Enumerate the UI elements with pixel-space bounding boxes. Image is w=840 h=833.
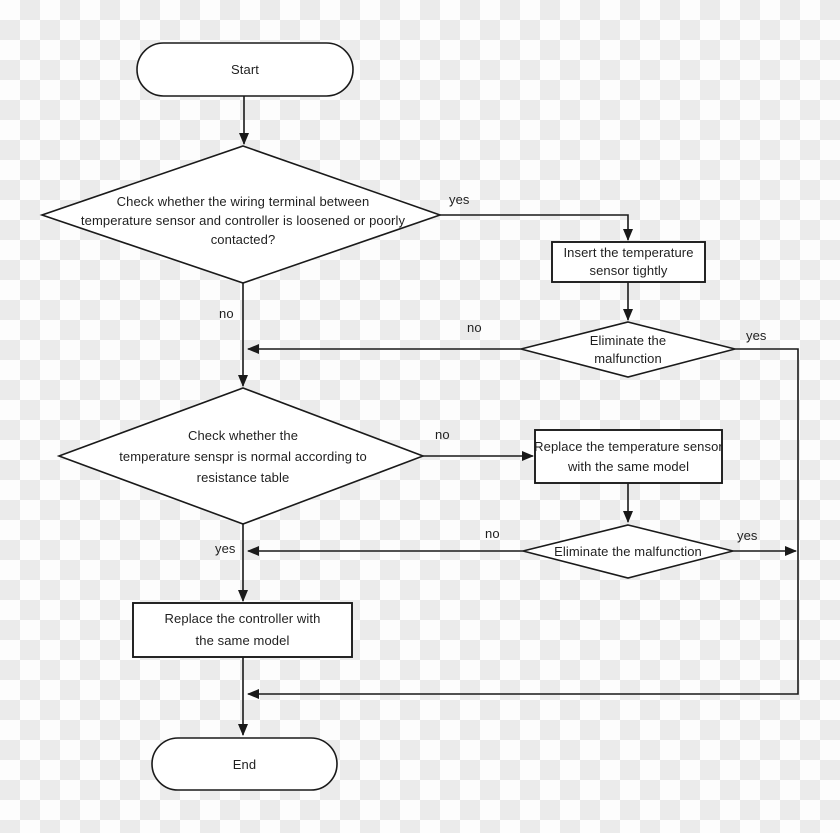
text-line: the same model [195,633,290,648]
edge-label-wiring-yes: yes [449,192,470,207]
text-line: Eliminate the malfunction [554,544,702,559]
end-node-label: End [152,738,337,790]
process-insert-text: Insert the temperature sensor tightly [552,242,705,282]
start-node-label: Start [137,43,353,96]
decision-eliminate1-shape [520,321,736,378]
process-replace-controller-text: Replace the controller with the same mod… [133,603,352,657]
text-line: Check whether the wiring terminal betwee… [116,194,370,209]
edge-eliminate1-yes-return [247,348,799,699]
edge-label-eliminate1-no: no [467,320,482,335]
decision-eliminate2-text: Eliminate the malfunction [523,525,733,578]
text-line: resistance table [196,470,290,485]
process-replace-sensor-shape [534,429,723,484]
decision-eliminate2-shape [522,524,734,579]
edge-wiring-yes-to-insert [440,214,633,241]
edge-label-sensor-no: no [435,427,450,442]
process-replace-controller-shape [132,602,353,658]
text-line: with the same model [567,458,690,474]
text-line: Replace the controller with [164,611,321,626]
edge-label-sensor-yes: yes [215,541,236,556]
edge-label-eliminate1-yes: yes [746,328,767,343]
text-line: End [232,756,257,772]
text-line: Check whether the [187,428,299,443]
text-line: Replace the temperature sensor [534,438,723,454]
text-line: contacted? [210,232,276,247]
decision-wiring-shape [39,145,443,284]
decision-sensor-shape [56,387,426,525]
edge-label-eliminate2-no: no [485,526,500,541]
text-line: sensor tightly [589,263,668,278]
text-line: malfunction [594,350,662,366]
text-line: temperature senspr is normal according t… [119,449,367,464]
text-line: temperature sensor and controller is loo… [80,213,406,228]
start-terminator-shape [136,42,354,97]
edge-label-eliminate2-yes: yes [737,528,758,543]
process-insert-shape [551,241,706,283]
decision-wiring-text: Check whether the wiring terminal betwee… [44,192,442,249]
decision-eliminate1-text: Eliminate the malfunction [521,322,735,377]
edge-label-wiring-no: no [219,306,234,321]
text-line: Insert the temperature [563,245,694,260]
text-line: Start [231,62,259,77]
process-replace-sensor-text: Replace the temperature sensor with the … [534,430,723,483]
end-terminator-shape [151,737,338,791]
decision-sensor-text: Check whether the temperature senspr is … [58,425,428,488]
text-line: Eliminate the [589,332,667,348]
